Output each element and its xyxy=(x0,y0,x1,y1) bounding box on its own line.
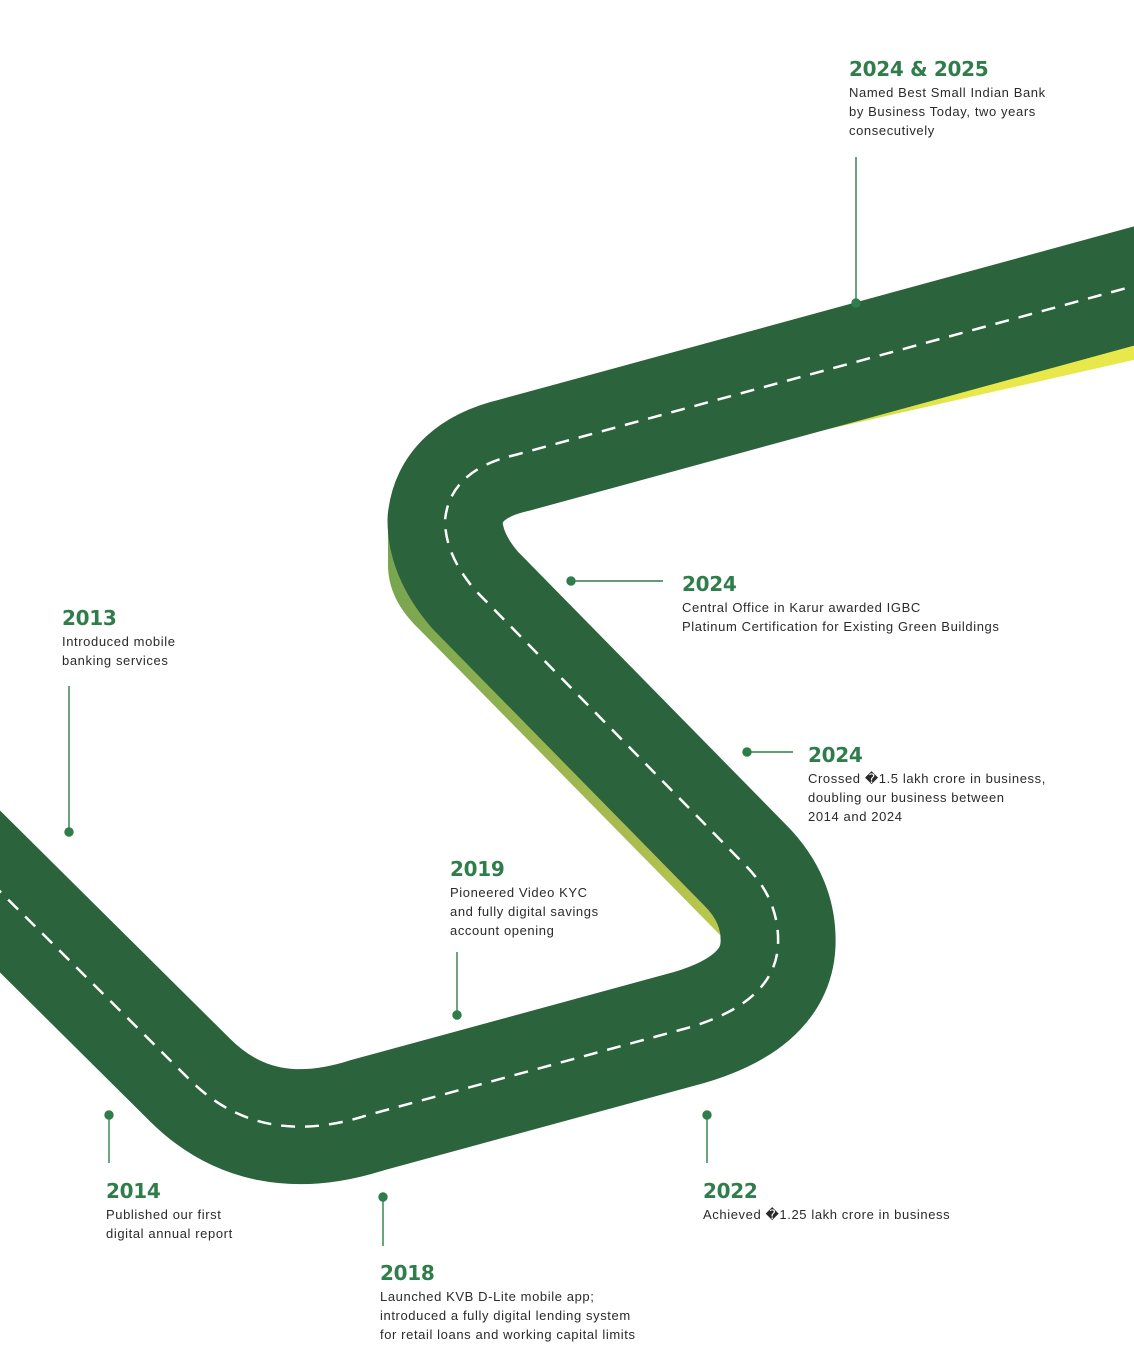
milestone-text: Crossed �1.5 lakh crore in business, dou… xyxy=(808,771,1046,824)
milestone-text: Introduced mobile banking services xyxy=(62,634,176,668)
milestone-year: 2022 xyxy=(703,1179,758,1203)
milestone-2019: 2019 Pioneered Video KYC and fully digit… xyxy=(450,857,599,940)
connector-2019 xyxy=(452,952,462,1020)
milestone-year: 2014 xyxy=(106,1179,161,1203)
milestone-2024-business: 2024 Crossed �1.5 lakh crore in business… xyxy=(808,743,1046,826)
milestone-year: 2024 xyxy=(682,572,737,596)
connector-2013 xyxy=(64,686,74,837)
milestone-text: Launched KVB D-Lite mobile app; introduc… xyxy=(380,1289,636,1342)
milestone-2018: 2018 Launched KVB D-Lite mobile app; int… xyxy=(380,1261,636,1344)
connector-2024-business xyxy=(742,747,793,757)
milestone-2014: 2014 Published our first digital annual … xyxy=(106,1179,233,1243)
lane-marking xyxy=(0,284,1134,1128)
milestone-year: 2018 xyxy=(380,1261,435,1285)
connector-2018 xyxy=(378,1192,388,1246)
milestone-text: Named Best Small Indian Bank by Business… xyxy=(849,85,1046,138)
milestone-2022: 2022 Achieved �1.25 lakh crore in busine… xyxy=(703,1179,950,1224)
connector-2022 xyxy=(702,1110,712,1163)
milestone-2024-2025: 2024 & 2025 Named Best Small Indian Bank… xyxy=(849,57,1046,140)
milestone-text: Achieved �1.25 lakh crore in business xyxy=(703,1207,951,1222)
milestone-2024-green-building: 2024 Central Office in Karur awarded IGB… xyxy=(682,572,999,636)
milestone-text: Central Office in Karur awarded IGBC Pla… xyxy=(682,600,1000,634)
milestone-text: Published our first digital annual repor… xyxy=(106,1207,233,1241)
connector-2024-2025 xyxy=(851,157,861,308)
connector-2014 xyxy=(104,1110,114,1163)
milestone-year: 2024 & 2025 xyxy=(849,57,989,81)
milestone-text: Pioneered Video KYC and fully digital sa… xyxy=(450,885,599,938)
milestone-year: 2019 xyxy=(450,857,505,881)
connector-2024-green xyxy=(566,576,663,586)
milestone-2013: 2013 Introduced mobile banking services xyxy=(62,606,176,670)
milestone-year: 2013 xyxy=(62,606,117,630)
milestone-year: 2024 xyxy=(808,743,863,767)
